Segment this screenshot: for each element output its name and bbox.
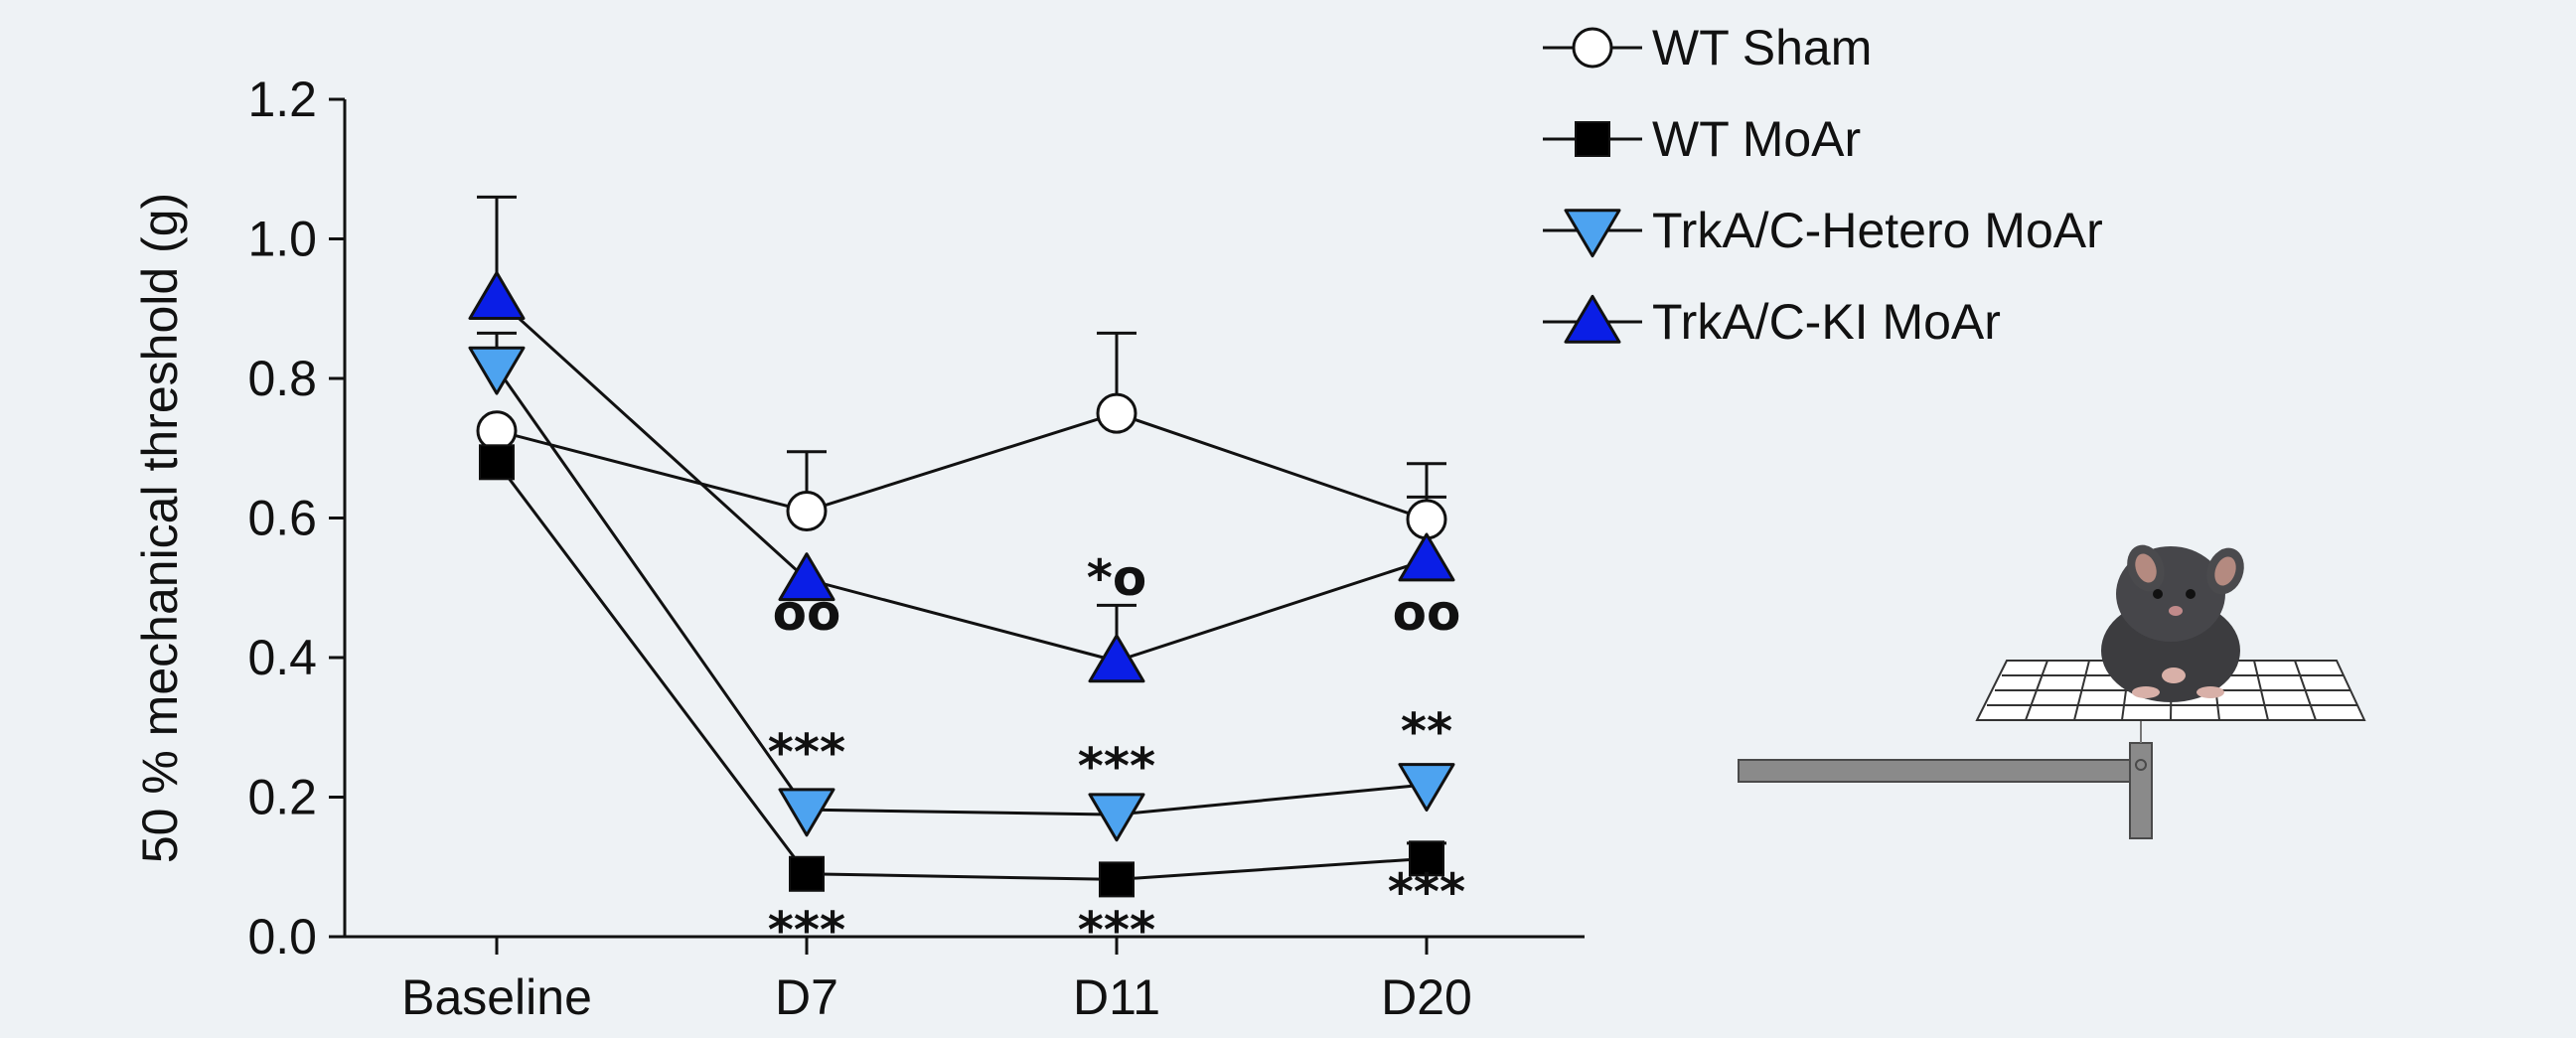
series-line: [496, 411, 1428, 521]
series-3: [477, 195, 1446, 664]
series-2: [477, 331, 1446, 816]
significance-label: oo: [773, 584, 841, 642]
legend-label: WT Sham: [1652, 20, 1872, 75]
data-point: [1099, 861, 1135, 898]
legend-item-1: WT MoAr: [1543, 111, 1861, 167]
legend-label: TrkA/C-Hetero MoAr: [1652, 203, 2103, 258]
legend-marker: [1564, 209, 1621, 258]
significance-label: ***: [1078, 902, 1155, 960]
significance-label: oo: [1393, 584, 1461, 642]
legend-item-2: TrkA/C-Hetero MoAr: [1543, 203, 2103, 258]
data-point: [1398, 532, 1455, 582]
y-tick-label: 0.6: [247, 491, 317, 546]
significance-label: *o: [1087, 549, 1147, 607]
series-line: [495, 367, 1428, 816]
data-point: [789, 855, 825, 892]
data-point: [479, 444, 515, 481]
significance-label: ***: [1078, 737, 1155, 795]
series-1: [495, 461, 1446, 881]
y-axis-title: 50 % mechanical threshold (g): [132, 193, 188, 863]
y-tick-label: 0.4: [247, 630, 317, 685]
x-tick-label: Baseline: [401, 969, 592, 1025]
plot-area: [468, 195, 1455, 898]
von-frey-illustration: [1738, 544, 2366, 839]
significance-label: ***: [768, 902, 845, 960]
y-tick-label: 1.0: [247, 212, 317, 267]
y-tick-label: 0.0: [247, 909, 317, 964]
legend-marker: [1564, 294, 1621, 344]
legend-item-3: TrkA/C-KI MoAr: [1543, 294, 2001, 350]
data-point: [786, 490, 828, 531]
legend-marker: [1572, 27, 1613, 69]
x-tick-label: D7: [775, 969, 838, 1025]
data-point: [1409, 840, 1444, 877]
series-2-markers: [468, 346, 1455, 842]
data-point: [476, 410, 518, 452]
y-tick-label: 0.2: [247, 770, 317, 825]
series-line: [495, 297, 1428, 664]
significance-label: ***: [768, 723, 845, 781]
data-point: [1398, 763, 1455, 813]
x-tick-label: D20: [1381, 969, 1472, 1025]
annotations: ******oo*******o*****oo: [768, 549, 1465, 960]
y-tick-label: 0.8: [247, 351, 317, 406]
significance-label: ***: [1388, 863, 1465, 921]
data-point: [1096, 392, 1137, 434]
data-point: [1088, 793, 1145, 842]
legend-marker: [1575, 121, 1610, 157]
legend-item-0: WT Sham: [1543, 20, 1872, 75]
mouse-icon: [2101, 544, 2244, 702]
legend-label: WT MoAr: [1652, 111, 1861, 167]
significance-label: **: [1401, 702, 1452, 760]
series-1-markers: [479, 444, 1444, 898]
data-point: [1088, 634, 1145, 683]
series-line: [495, 461, 1428, 881]
y-tick-label: 1.2: [247, 72, 317, 127]
series-0-markers: [476, 392, 1447, 540]
x-tick-label: D11: [1073, 969, 1160, 1025]
data-point: [468, 346, 526, 395]
series-3-markers: [468, 271, 1455, 683]
data-point: [468, 271, 526, 320]
data-point: [778, 788, 835, 837]
data-point: [1406, 499, 1447, 540]
data-point: [778, 552, 835, 602]
legend-label: TrkA/C-KI MoAr: [1652, 294, 2001, 350]
